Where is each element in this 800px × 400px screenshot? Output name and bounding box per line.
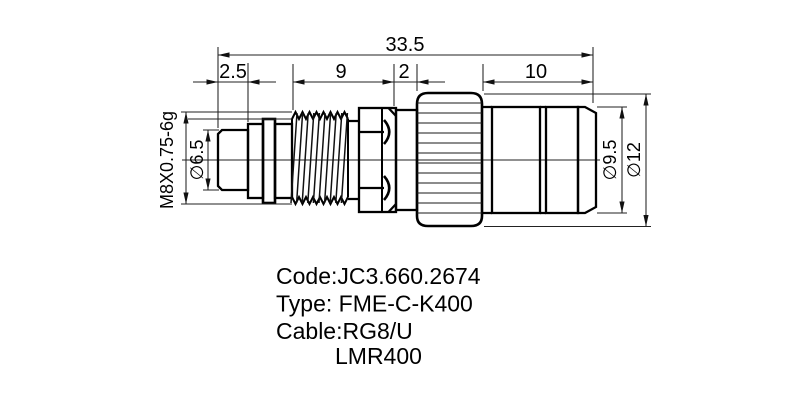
caption-cable: Cable:RG8/U xyxy=(276,318,413,344)
coupling-nut-ribbed xyxy=(415,91,484,228)
connector-body xyxy=(216,91,598,228)
dim-thread-length-label: 9 xyxy=(335,61,346,83)
dim-rear-body-diameter-label: ∅9.5 xyxy=(600,140,620,181)
dim-overall-length-label: 33.5 xyxy=(386,34,425,56)
dimension-lines xyxy=(181,47,651,228)
dim-thread-spec-label: M8X0.75-6g xyxy=(157,111,177,209)
caption-code: Code:JC3.660.2674 xyxy=(276,263,481,289)
dim-neck-length-label: 2 xyxy=(398,61,409,83)
thread-section xyxy=(290,109,359,207)
dim-coupling-nut-diameter-label: ∅12 xyxy=(624,142,644,178)
rear-knurled-body xyxy=(482,105,598,215)
dim-tip-length-label: 2.5 xyxy=(219,61,247,83)
collar-and-washer xyxy=(246,117,294,205)
caption-type: Type: FME-C-K400 xyxy=(276,291,473,317)
dim-rear-body-length-label: 10 xyxy=(525,61,547,83)
dimension-labels: 33.5 2.5 9 2 10 M8X0.75-6g ∅6.5 ∅9.5 ∅12 xyxy=(157,34,644,209)
caption-cable-2: LMR400 xyxy=(335,343,422,369)
caption-block: Code:JC3.660.2674 Type: FME-C-K400 Cable… xyxy=(276,263,481,369)
hex-nut xyxy=(357,106,398,214)
dim-tip-diameter-label: ∅6.5 xyxy=(187,140,207,181)
